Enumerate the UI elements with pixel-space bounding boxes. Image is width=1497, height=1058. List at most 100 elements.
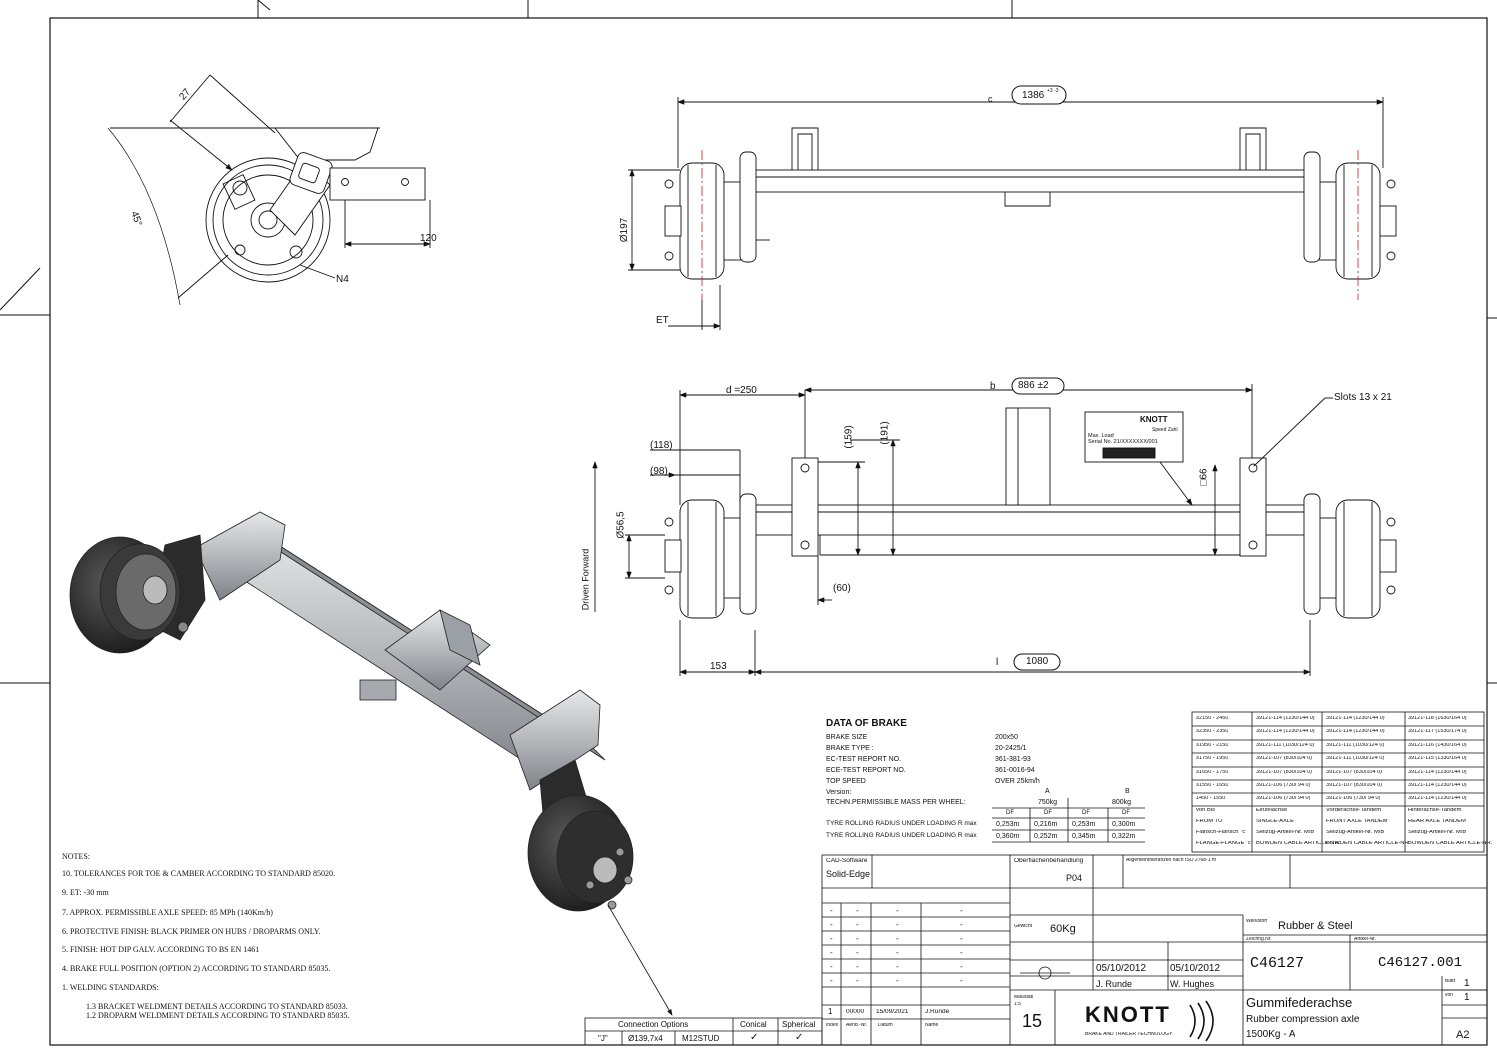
article-cell: ≥2350 - 2350: [1196, 729, 1229, 735]
article-header-cell: Seilzug-Artikel-Nr. M/B: [1256, 830, 1315, 835]
tb-brand-logo: KNOTT: [1085, 1004, 1171, 1026]
brake-radius-max-label: TYRE ROLLING RADIUS UNDER LOADING R max: [826, 820, 977, 827]
side-view: [107, 74, 431, 306]
tb-date-drawn: 05/10/2012: [1096, 964, 1147, 974]
brake-row-value: 20-2425/1: [995, 745, 1027, 752]
dim-square-66: □66: [1198, 468, 1210, 486]
dim-et: ET: [656, 315, 669, 326]
article-cell: 39121-114 (1230/144 0): [1256, 716, 1315, 721]
article-header-cell: FLANGE-FLANGE "c": [1196, 841, 1253, 846]
dim-d: d =250: [726, 385, 757, 396]
article-cell: 39121-114 (1230/144 0): [1408, 769, 1467, 775]
tb-rev-dash: -: [896, 907, 899, 915]
brake-col-b: B: [1125, 788, 1130, 795]
dim-l-value: 1080: [1026, 656, 1049, 667]
tb-weight-value: 60Kg: [1050, 924, 1076, 935]
plate-speed: Speed Zahl: [1152, 427, 1178, 433]
tb-rev-dash: -: [856, 963, 859, 971]
article-cell: 39121-115 (1330/164 0): [1408, 756, 1467, 762]
brake-col-a: A: [1045, 788, 1050, 795]
brake-radius-min-cell: 0,322m: [1112, 833, 1136, 840]
brake-radius-min-cell: 0,252m: [1034, 833, 1058, 840]
dim-diameter-197: Ø197: [619, 217, 631, 243]
brake-version-label: Version:: [826, 789, 852, 796]
article-cell: 39121-114 (1230/144 0): [1326, 729, 1385, 735]
connection-col-spherical: Spherical: [782, 1020, 816, 1029]
dim-191: (191): [879, 421, 891, 445]
article-cell: 39121-114 (1230/144 0): [1408, 783, 1467, 788]
note-item: 4. BRAKE FULL POSITION (OPTION 2) ACCORD…: [62, 964, 331, 973]
article-cell: 39121-114 (1230/144 0): [1326, 716, 1385, 721]
connection-row-id: "J": [598, 1034, 608, 1043]
tb-rev-name: J.Runde: [925, 1009, 950, 1015]
tb-rev-dash: -: [960, 977, 963, 985]
plate-brand: KNOTT: [1140, 415, 1168, 424]
tb-rev-dash: -: [830, 977, 833, 985]
tb-rev-dash: -: [960, 935, 963, 943]
tb-rev-code: 00000: [846, 1009, 865, 1015]
tb-rev-dash: -: [856, 935, 859, 943]
article-header-cell: Vorderachse-Tandem: [1326, 808, 1382, 813]
tb-rev-dash: -: [896, 977, 899, 985]
connection-title: Connection Options: [618, 1020, 689, 1029]
note-item: 1.3 BRACKET WELDMENT DETAILS ACCORDING T…: [86, 1002, 348, 1011]
tb-date-checked: 05/10/2012: [1170, 964, 1221, 974]
front-view: [592, 384, 1397, 676]
tb-scale-label: Maßstab: [1014, 995, 1034, 1000]
tb-article-label: Artikel-Nr.: [1354, 937, 1376, 942]
article-header-cell: von Bis: [1196, 808, 1216, 813]
brake-radius-max-cell: 0,253m: [1072, 821, 1096, 828]
brake-radius-max-cell: 0,253m: [996, 821, 1020, 828]
connection-stud: M12STUD: [682, 1034, 720, 1043]
connection-col-conical: Conical: [740, 1020, 767, 1029]
note-item: 7. APPROX. PERMISSIBLE AXLE SPEED: 85 MP…: [62, 908, 273, 917]
tb-title-de: Gummifederachse: [1246, 996, 1353, 1009]
tb-drawing-no-label: Zeichng.Nr.: [1246, 937, 1272, 942]
tb-rev-dash: -: [896, 921, 899, 929]
tb-rev-dash: -: [960, 949, 963, 957]
brake-radius-min-cell: 0,360m: [996, 833, 1020, 840]
dim-c-value: 1386: [1022, 90, 1045, 101]
tb-rev-header: Aend.-Nr.: [846, 1023, 868, 1028]
note-item: 1. WELDING STANDARDS:: [62, 983, 159, 992]
article-cell: 1450 - 1550: [1196, 796, 1226, 802]
article-cell: 39121-116 (1430/164 0): [1408, 742, 1467, 748]
tb-rev-dash: -: [830, 907, 833, 915]
brake-row-label: EC-TEST REPORT NO.: [826, 756, 902, 763]
tb-rev-dash: -: [896, 963, 899, 971]
tb-rev-dash: -: [856, 977, 859, 985]
article-cell: 39121-114 (1230/144 0): [1256, 729, 1315, 735]
tb-rev-dash: -: [856, 921, 859, 929]
tb-weight-label: Gewicht: [1014, 924, 1033, 929]
article-cell: 39121-107 (830/104 0): [1256, 769, 1312, 775]
article-cell: 39121-107 (830/104 0): [1326, 783, 1382, 788]
article-header-cell: BOWDEN CABLE ARTICLE-NR.: [1408, 841, 1493, 846]
article-cell: 39121-107 (830/104 0): [1256, 756, 1312, 762]
article-cell: ≥1650 - 1750: [1196, 769, 1229, 775]
connection-pcd: Ø139,7x4: [628, 1034, 663, 1043]
tb-tolerance-note: Allgemeintoleranzen nach ISO 2768-1 m: [1126, 858, 1217, 863]
dim-118: (118): [650, 440, 673, 451]
tb-of: 1: [1464, 993, 1470, 1003]
tb-rev-date: 15/09/2021: [876, 1009, 909, 1015]
tb-rev-header: Index: [826, 1023, 839, 1028]
article-cell: ≥1950 - 2150: [1196, 742, 1229, 748]
article-cell: ≥1750 - 1950: [1196, 756, 1229, 762]
tb-cad-value: Solid-Edge: [826, 870, 871, 879]
brake-radius-max-cell: 0,300m: [1112, 821, 1136, 828]
table-lines: [584, 711, 1488, 1046]
tb-plot-scale: 15: [1022, 1012, 1043, 1030]
article-cell: 39121-111 (1030/124 0): [1326, 742, 1385, 748]
tb-rev-dash: -: [830, 963, 833, 971]
article-header-cell: Seilzug-Artikel-Nr. M/B: [1408, 830, 1467, 835]
brake-radius-max-cell: 0,216m: [1034, 821, 1058, 828]
brake-row-label: BRAKE SIZE: [826, 734, 868, 741]
brake-title: DATA OF BRAKE: [826, 718, 907, 729]
note-item: 10. TOLERANCES FOR TOE & CAMBER ACCORDIN…: [62, 869, 335, 878]
brake-subheader: DF: [1006, 810, 1014, 816]
tb-material-label: Werkstoff: [1246, 919, 1267, 924]
brake-row-value: 200x50: [995, 734, 1018, 741]
brake-radius-min-cell: 0,345m: [1072, 833, 1096, 840]
article-header-cell: Seilzug-Artikel-Nr. M/B: [1326, 830, 1385, 835]
